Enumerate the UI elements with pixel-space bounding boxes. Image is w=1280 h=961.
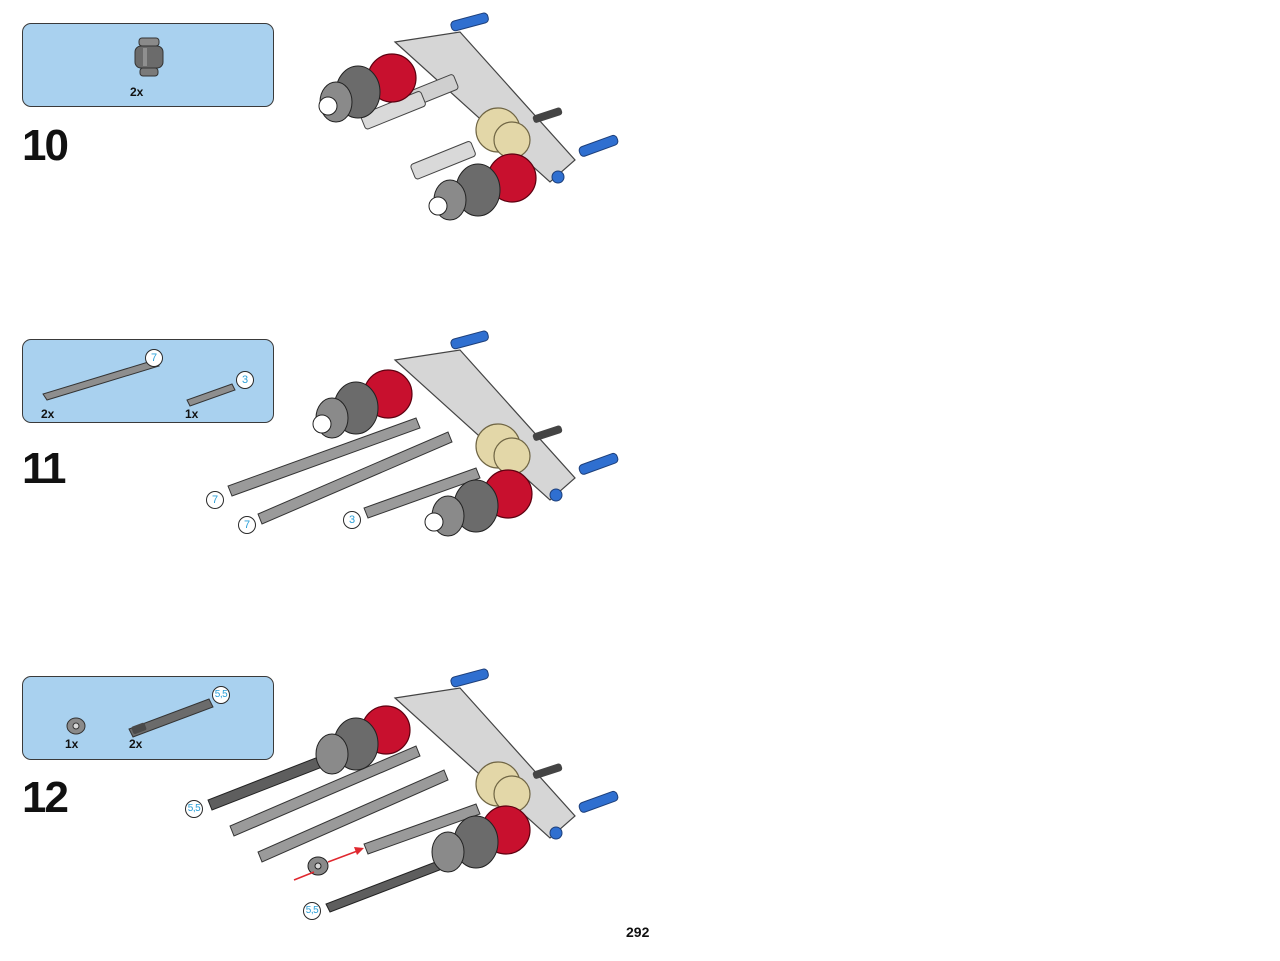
axle-5-5-stop-part — [128, 698, 214, 738]
step-number: 10 — [22, 121, 69, 170]
length-callout: 5,5 — [185, 800, 203, 818]
part-quantity: 2x — [129, 737, 143, 751]
length-callout: 5,5 — [212, 686, 230, 704]
length-callout: 3 — [236, 371, 254, 389]
axle-3-part — [186, 383, 236, 407]
length-callout: 7 — [206, 491, 224, 509]
length-callout: 7 — [145, 349, 163, 367]
assembly-illustration — [227, 330, 619, 537]
page-number: 292 — [626, 924, 650, 940]
part-quantity: 1x — [65, 737, 79, 751]
axle-7-part — [42, 359, 160, 401]
step-number: 12 — [22, 773, 69, 822]
length-callout: 7 — [238, 516, 256, 534]
step-number: 11 — [22, 444, 66, 493]
parts-callout-box: 1x 2x — [22, 676, 274, 760]
length-callout: 5,5 — [303, 902, 321, 920]
part-quantity: 2x — [41, 407, 55, 421]
length-callout: 3 — [343, 511, 361, 529]
parts-callout-box: 2x — [22, 23, 274, 107]
bushing-gear-hub-part — [134, 37, 164, 77]
part-quantity: 1x — [185, 407, 199, 421]
step-11: 2x 1x 7 3 11 7 7 3 — [0, 0, 640, 537]
half-bushing-part — [66, 717, 86, 735]
assembly-illustration — [318, 12, 619, 221]
step-10: 2x 10 — [0, 0, 640, 300]
step-12: 1x 2x 5,5 12 5,5 5,5 — [0, 0, 640, 920]
part-quantity: 2x — [130, 85, 144, 99]
parts-callout-box: 2x 1x — [22, 339, 274, 423]
assembly-illustration — [207, 668, 619, 913]
